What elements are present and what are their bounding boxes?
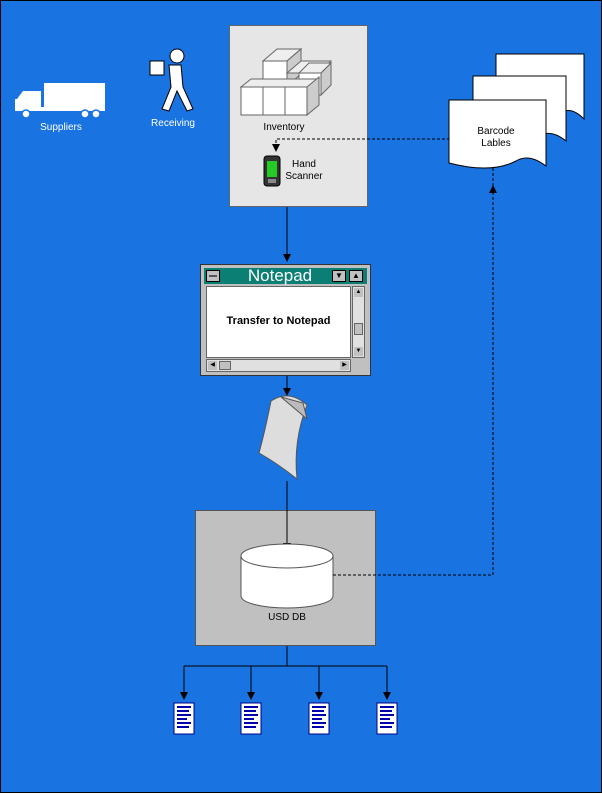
horizontal-scrollbar[interactable]: ◀ ▶: [206, 359, 351, 372]
barcode-labels-icon: [448, 53, 585, 169]
receiving-label: Receiving: [151, 118, 195, 129]
receiving-person-icon: [149, 48, 194, 112]
database-cylinder-icon: [240, 543, 334, 609]
notepad-title-bar: [204, 268, 367, 284]
vertical-scrollbar[interactable]: ▲ ▼: [352, 286, 365, 358]
report-document-icon: [376, 702, 398, 735]
report-document-icon: [240, 702, 262, 735]
barcode-label-line1: Barcode: [477, 126, 515, 137]
report-document-icon: [308, 702, 330, 735]
hand-scanner-icon: [263, 155, 281, 187]
document-curl-icon: [258, 395, 308, 481]
notepad-content-area[interactable]: [206, 286, 351, 358]
truck-icon: [15, 83, 105, 119]
barcode-label-line2: Lables: [481, 138, 511, 149]
notepad-title: Notepad: [247, 266, 313, 285]
database-label: USD DB: [268, 612, 306, 623]
maximize-button[interactable]: ▲: [349, 270, 363, 282]
notepad-window: Notepad ▼ ▲ Transfer to Notepad ▲ ▼ ◀ ▶: [200, 264, 371, 376]
inventory-label: Inventory: [263, 122, 305, 133]
report-document-icon: [173, 702, 195, 735]
minimize-button[interactable]: ▼: [332, 270, 346, 282]
notepad-body-text: Transfer to Notepad: [226, 315, 331, 327]
inventory-boxes-icon: [239, 47, 333, 117]
suppliers-label: Suppliers: [40, 122, 82, 133]
hand-scanner-label-line1: Hand: [292, 159, 316, 170]
window-menu-button[interactable]: [206, 270, 220, 282]
hand-scanner-label-line2: Scanner: [285, 171, 323, 182]
